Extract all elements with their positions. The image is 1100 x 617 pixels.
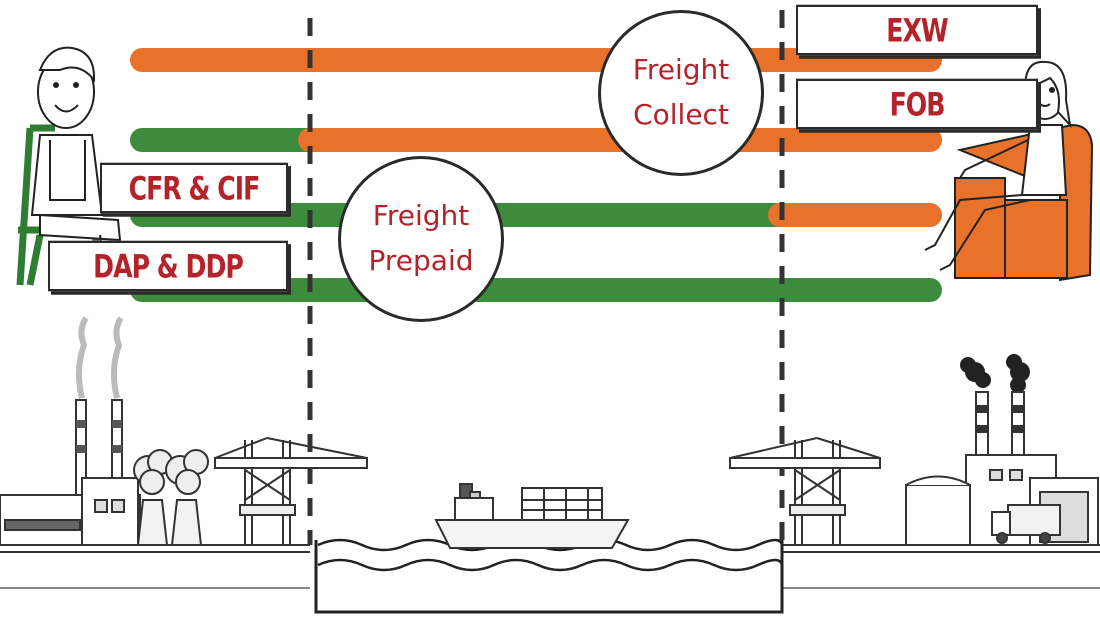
ship-icon	[434, 483, 630, 549]
freight-collect-line1: Freight	[632, 53, 730, 87]
crane-icon	[214, 437, 368, 545]
freight-prepaid-line1: Freight	[372, 199, 470, 233]
warehouse-icon	[905, 354, 1099, 546]
water-icon	[314, 538, 784, 614]
freight-collect-circle: Freight Collect	[598, 10, 764, 176]
buyer-woman-icon	[924, 60, 1094, 282]
crane-icon	[729, 437, 881, 545]
label-fob: FOB	[796, 78, 1038, 130]
label-exw: EXW	[796, 4, 1038, 56]
freight-prepaid-circle: Freight Prepaid	[338, 156, 504, 322]
freight-collect-line2: Collect	[633, 98, 729, 131]
garbage-truck-icon	[991, 504, 1061, 544]
seller-man-icon	[16, 46, 126, 291]
freight-prepaid-line2: Prepaid	[368, 244, 474, 277]
factory-icon	[0, 316, 209, 546]
label-dap-ddp: DAP & DDP	[48, 240, 288, 292]
label-cfr-cif: CFR & CIF	[100, 162, 288, 214]
ground	[0, 544, 1100, 589]
